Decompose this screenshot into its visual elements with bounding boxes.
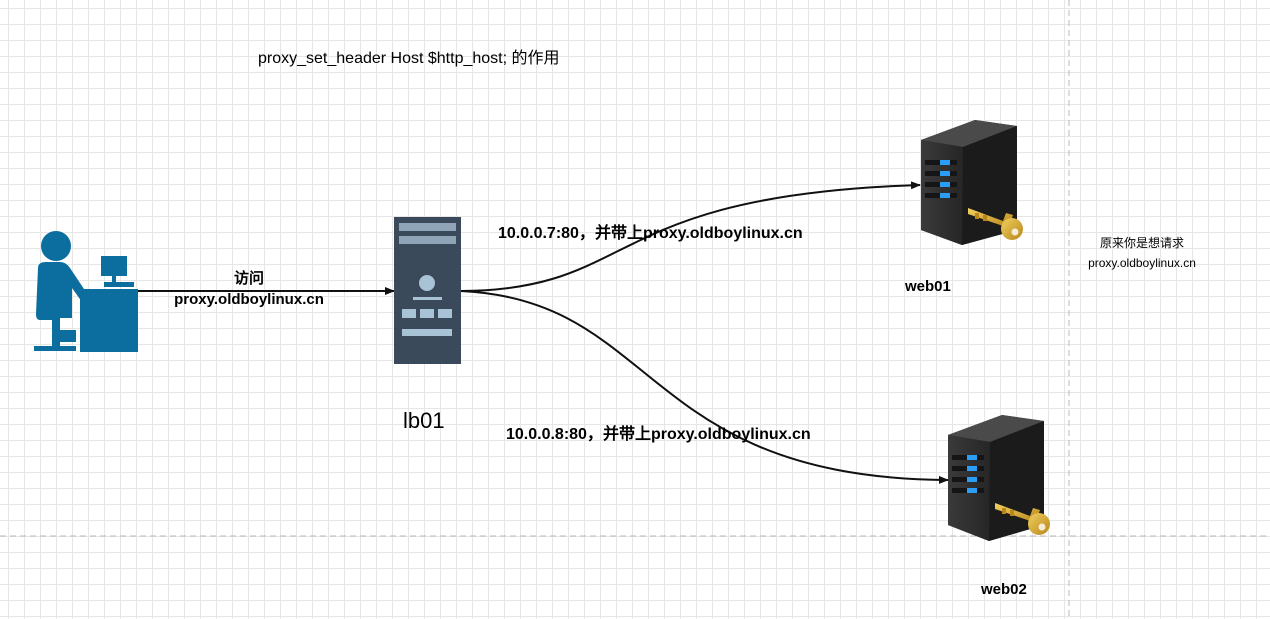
edge-web01-label: 10.0.0.7:80，并带上proxy.oldboylinux.cn xyxy=(498,225,803,242)
edge-web02-label: 10.0.0.8:80，并带上proxy.oldboylinux.cn xyxy=(506,426,811,443)
backend-note-line2: proxy.oldboylinux.cn xyxy=(1088,256,1196,270)
lb-label: lb01 xyxy=(403,408,445,433)
user-request-label: 访问 proxy.oldboylinux.cn xyxy=(162,268,336,310)
user-request-line1: 访问 xyxy=(233,270,264,287)
backend-note: 原来你是想请求 proxy.oldboylinux.cn xyxy=(1072,233,1212,273)
web02-key-icon xyxy=(995,503,1050,535)
backend-note-line1: 原来你是想请求 xyxy=(1099,236,1184,250)
edge-lb-to-web02 xyxy=(460,290,949,484)
web01-key-icon xyxy=(968,208,1023,240)
user-at-computer-icon xyxy=(34,231,138,352)
web02-label: web02 xyxy=(981,581,1027,598)
load-balancer-server-icon xyxy=(394,217,461,364)
edge-lb-to-web01 xyxy=(460,181,921,292)
web01-label: web01 xyxy=(905,278,951,295)
diagram-title: proxy_set_header Host $http_host; 的作用 xyxy=(258,50,560,67)
user-request-line2: proxy.oldboylinux.cn xyxy=(174,291,324,308)
